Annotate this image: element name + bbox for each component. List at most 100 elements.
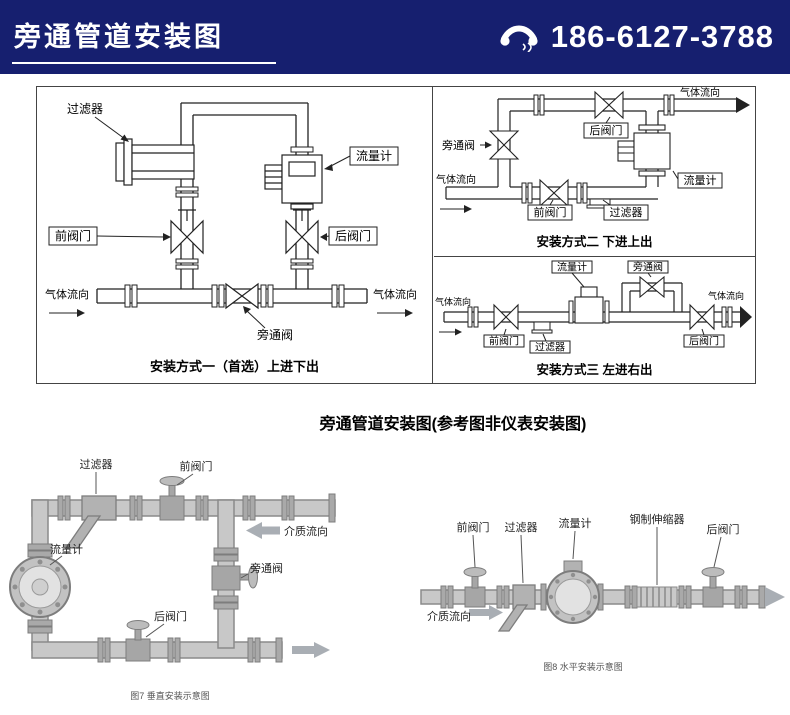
filter-label: 过滤器 xyxy=(67,102,103,116)
page-title: 旁通管道安装图 xyxy=(14,21,224,52)
front-valve-label: 前阀门 xyxy=(489,335,519,348)
pipe-run xyxy=(31,499,336,659)
gas-flow-in-label: 气体流向 xyxy=(436,173,476,186)
pipe-lines xyxy=(96,102,368,304)
bypass-valve-symbol xyxy=(488,130,520,160)
bypass-valve-label: 旁通阀 xyxy=(633,261,663,274)
panel-method-2: 气体流向 后阀门 旁通阀 流量计 气体流向 前阀门 xyxy=(434,86,755,257)
gas-flow-out-label: 气体流向 xyxy=(680,87,720,99)
panel3-caption: 安装方式三 左进右出 xyxy=(536,363,653,377)
rear-valve xyxy=(701,567,725,608)
rear-valve xyxy=(125,620,151,662)
figure8-drawing: 前阀门 过滤器 流量计 钢制伸缩器 后阀门 介质流向 xyxy=(420,513,785,632)
gas-flow-out-label: 气体流向 xyxy=(708,290,744,301)
panel1-drawing: 过滤器 流量计 前阀门 后阀门 旁通阀 气体流向 xyxy=(45,102,417,342)
front-valve-symbol xyxy=(539,178,569,208)
filter-strainer xyxy=(497,584,536,632)
rear-valve-symbol xyxy=(689,303,715,331)
figure7-labels: 过滤器 前阀门 介质流向 流量计 旁通阀 后阀门 xyxy=(49,458,328,638)
panel1-caption: 安装方式一（首选）上进下出 xyxy=(149,359,319,374)
filter-strainer xyxy=(64,495,117,549)
installation-schematics: 过滤器 流量计 前阀门 后阀门 旁通阀 气体流向 xyxy=(36,86,756,384)
gas-flow-out-label: 气体流向 xyxy=(373,287,417,301)
header-banner: 旁通管道安装图 186-6127-3788 xyxy=(0,0,790,74)
filter-label: 过滤器 xyxy=(610,206,643,219)
outlet-arrow xyxy=(736,97,750,113)
figure7-drawing: 过滤器 前阀门 介质流向 流量计 旁通阀 后阀门 xyxy=(9,458,336,663)
panel-method-1: 过滤器 流量计 前阀门 后阀门 旁通阀 气体流向 xyxy=(37,87,433,383)
bypass-valve-symbol xyxy=(225,282,259,310)
front-valve-label: 前阀门 xyxy=(180,459,213,473)
flow-arrows xyxy=(246,522,330,658)
bypass-valve-label: 旁通阀 xyxy=(442,138,475,152)
panel1-labels: 过滤器 流量计 前阀门 后阀门 旁通阀 气体流向 xyxy=(45,102,417,342)
front-valve-label: 前阀门 xyxy=(457,520,490,534)
filter-label: 过滤器 xyxy=(80,458,113,471)
bypass-valve-label: 旁通阀 xyxy=(250,561,283,575)
panel2-caption: 安装方式二 下进上出 xyxy=(536,235,653,249)
flow-meter-symbol xyxy=(574,286,604,324)
flow-meter-label: 流量计 xyxy=(356,149,392,163)
front-valve xyxy=(463,567,487,608)
figure8-labels: 前阀门 过滤器 流量计 钢制伸缩器 后阀门 介质流向 xyxy=(427,513,740,623)
gas-flow-in-label: 气体流向 xyxy=(45,287,89,301)
flow-meter-label: 流量计 xyxy=(557,261,587,274)
expansion-joint xyxy=(636,586,678,608)
rear-valve-label: 后阀门 xyxy=(590,123,623,137)
bypass-valve-symbol xyxy=(639,275,665,299)
bolt-ring xyxy=(12,559,68,615)
filter-label: 过滤器 xyxy=(535,341,565,354)
media-flow-label: 介质流向 xyxy=(427,609,471,623)
front-valve-symbol xyxy=(170,209,204,255)
flow-meter-label: 流量计 xyxy=(50,542,83,556)
flow-meter xyxy=(9,556,71,618)
figure8-caption: 图8 水平安装示意图 xyxy=(543,662,623,672)
expansion-joint-label: 钢制伸缩器 xyxy=(630,513,685,526)
flow-meter-symbol xyxy=(264,154,323,210)
figure7-caption: 图7 垂直安装示意图 xyxy=(130,691,210,701)
front-valve-label: 前阀门 xyxy=(55,228,91,243)
filter-symbol xyxy=(115,138,195,186)
front-valve-symbol xyxy=(493,303,519,331)
bolt-ring xyxy=(548,572,598,622)
flow-meter-label: 流量计 xyxy=(684,173,717,187)
rear-valve-label: 后阀门 xyxy=(707,522,740,536)
rear-valve-label: 后阀门 xyxy=(154,609,187,623)
flanges xyxy=(440,583,766,611)
right-panels: 气体流向 后阀门 旁通阀 流量计 气体流向 前阀门 xyxy=(434,86,755,383)
flow-meter xyxy=(546,560,600,624)
phone-block: 186-6127-3788 xyxy=(499,19,774,55)
front-valve xyxy=(159,476,185,521)
phone-number: 186-6127-3788 xyxy=(550,19,774,54)
panel2-drawing: 气体流向 后阀门 旁通阀 流量计 气体流向 前阀门 xyxy=(436,86,750,221)
bottom-pipe-fittings xyxy=(124,284,345,308)
flow-meter-label: 流量计 xyxy=(559,516,592,530)
flow-meter-symbol xyxy=(617,124,671,177)
figure8-horizontal-install: 前阀门 过滤器 流量计 钢制伸缩器 后阀门 介质流向 图8 水平安装示意图 xyxy=(413,505,790,680)
gas-flow-in-label: 气体流向 xyxy=(435,296,471,307)
filter-label: 过滤器 xyxy=(505,521,538,534)
rear-valve-label: 后阀门 xyxy=(335,228,371,243)
panel-method-3: 气体流向 流量计 旁通阀 前阀门 过滤器 后阀门 xyxy=(434,257,755,383)
bypass-valve xyxy=(211,565,258,591)
flange-pair xyxy=(175,146,314,270)
rear-valve-label: 后阀门 xyxy=(689,335,719,348)
flange-pair xyxy=(521,94,675,204)
flanges xyxy=(27,493,336,663)
media-flow-label: 介质流向 xyxy=(284,524,328,538)
figure7-vertical-install: 过滤器 前阀门 介质流向 流量计 旁通阀 后阀门 图7 垂直安装示意图 xyxy=(0,452,395,704)
flange-pair xyxy=(467,300,733,328)
rear-valve-symbol xyxy=(285,209,319,255)
panel3-labels: 气体流向 流量计 旁通阀 前阀门 过滤器 后阀门 xyxy=(435,260,744,354)
panel3-drawing: 气体流向 流量计 旁通阀 前阀门 过滤器 后阀门 xyxy=(435,260,752,354)
schematic-subtitle: 旁通管道安装图(参考图非仪表安装图) xyxy=(319,416,587,433)
page-title-wrap: 旁通管道安装图 xyxy=(12,11,276,64)
front-valve-label: 前阀门 xyxy=(534,205,567,219)
filter-symbol xyxy=(531,321,553,334)
bypass-valve-label: 旁通阀 xyxy=(257,327,293,342)
panel2-labels: 气体流向 后阀门 旁通阀 流量计 气体流向 前阀门 xyxy=(436,86,723,221)
flow-arrows xyxy=(469,587,785,620)
outlet-arrow xyxy=(740,306,752,328)
phone-icon xyxy=(500,25,538,52)
rear-valve-symbol xyxy=(594,90,624,120)
